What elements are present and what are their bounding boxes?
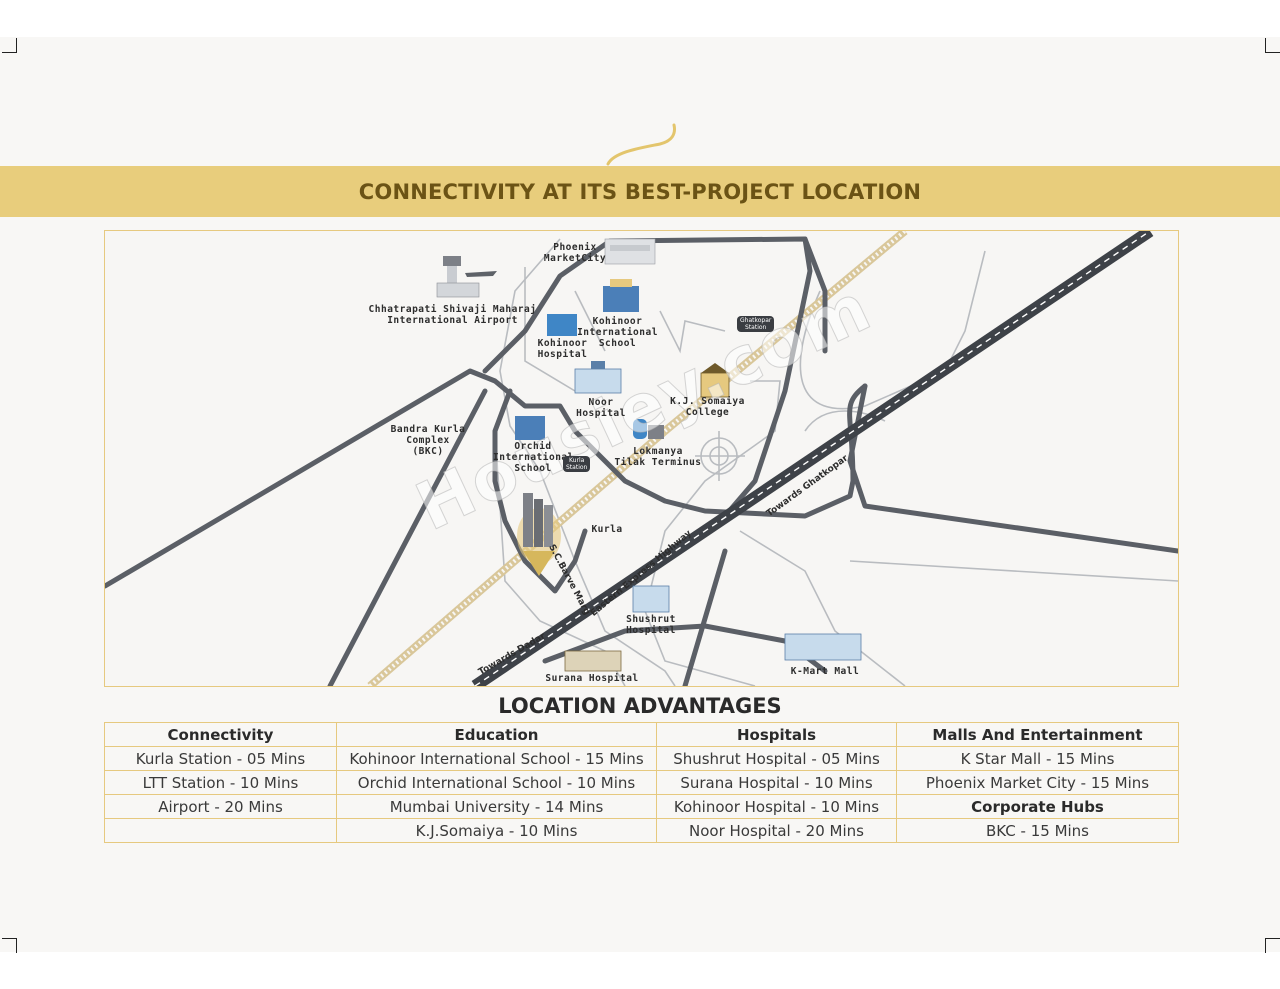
orchid-school-icon — [515, 416, 545, 440]
kj-somaiya-icon — [700, 363, 730, 398]
kohinoor-school-icon — [603, 279, 639, 312]
table-cell — [104, 818, 337, 843]
table-cell: Kohinoor Hospital - 10 Mins — [656, 794, 897, 819]
table-header-row: Connectivity Education Hospitals Malls A… — [104, 722, 1179, 747]
label-kmart: K-Mart Mall — [790, 666, 860, 677]
crop-mark-bottom-left — [2, 938, 17, 953]
table-cell: Mumbai University - 14 Mins — [336, 794, 657, 819]
crop-mark-bottom-right — [1265, 938, 1280, 953]
label-kj-somaiya: K.J. Somaiya College — [670, 396, 745, 418]
table-cell: Phoenix Market City - 15 Mins — [896, 770, 1179, 795]
header-connectivity: Connectivity — [104, 722, 337, 747]
crop-mark-top-left — [2, 38, 17, 53]
shushrut-hospital-icon — [632, 585, 670, 613]
label-kurla: Kurla — [591, 524, 623, 535]
table-cell: Surana Hospital - 10 Mins — [656, 770, 897, 795]
subheader-corporate-hubs: Corporate Hubs — [896, 794, 1179, 819]
table-cell: Kurla Station - 05 Mins — [104, 746, 337, 771]
crop-mark-top-right — [1265, 38, 1280, 53]
badge-kurla-station: Kurla Station — [563, 456, 591, 472]
table-row: Kurla Station - 05 Mins Kohinoor Interna… — [104, 746, 1179, 771]
surana-hospital-icon — [564, 650, 622, 672]
table-row: Airport - 20 Mins Mumbai University - 14… — [104, 794, 1179, 819]
table-cell: Shushrut Hospital - 05 Mins — [656, 746, 897, 771]
k-mart-mall-icon — [784, 633, 862, 661]
location-map: Housiey.com Phoenix MarketCity Chhatrapa… — [104, 230, 1179, 687]
table-cell: K Star Mall - 15 Mins — [896, 746, 1179, 771]
header-education: Education — [336, 722, 657, 747]
table-cell: Noor Hospital - 20 Mins — [656, 818, 897, 843]
label-surana: Surana Hospital — [545, 673, 639, 684]
label-orchid-school: Orchid International School — [493, 441, 574, 474]
section-title-location-advantages: LOCATION ADVANTAGES — [498, 694, 782, 718]
label-shushrut: Shushrut Hospital — [626, 614, 676, 636]
table-cell: Airport - 20 Mins — [104, 794, 337, 819]
map-roads — [105, 231, 1178, 686]
decorative-swoosh — [606, 123, 676, 166]
table-cell: BKC - 15 Mins — [896, 818, 1179, 843]
label-kohinoor-school: Kohinoor International School — [577, 316, 658, 349]
header-malls: Malls And Entertainment — [896, 722, 1179, 747]
noor-hospital-icon — [574, 361, 622, 394]
table-row: LTT Station - 10 Mins Orchid Internation… — [104, 770, 1179, 795]
label-ltt: Lokmanya Tilak Terminus — [614, 446, 702, 468]
label-bkc: Bandra Kurla Complex (BKC) — [390, 424, 466, 457]
phoenix-market-city-icon — [604, 238, 656, 265]
table-cell: Orchid International School - 10 Mins — [336, 770, 657, 795]
table-cell: K.J.Somaiya - 10 Mins — [336, 818, 657, 843]
label-noor-hospital: Noor Hospital — [576, 397, 626, 419]
kohinoor-hospital-icon — [547, 314, 577, 336]
title-banner — [0, 166, 1280, 217]
project-tower-icon — [517, 493, 561, 576]
label-kohinoor-hospital: Kohinoor Hospital — [537, 338, 588, 360]
location-advantages-table: Connectivity Education Hospitals Malls A… — [104, 722, 1179, 843]
page-title: CONNECTIVITY AT ITS BEST-PROJECT LOCATIO… — [358, 180, 922, 204]
ltt-icon — [633, 419, 664, 439]
airport-icon — [436, 256, 497, 298]
table-row: K.J.Somaiya - 10 Mins Noor Hospital - 20… — [104, 818, 1179, 843]
label-airport: Chhatrapati Shivaji Maharaj Internationa… — [368, 304, 537, 326]
label-phoenix: Phoenix MarketCity — [543, 242, 607, 264]
badge-ghatkopar-station: Ghatkopar Station — [737, 316, 775, 332]
header-hospitals: Hospitals — [656, 722, 897, 747]
table-cell: LTT Station - 10 Mins — [104, 770, 337, 795]
table-cell: Kohinoor International School - 15 Mins — [336, 746, 657, 771]
